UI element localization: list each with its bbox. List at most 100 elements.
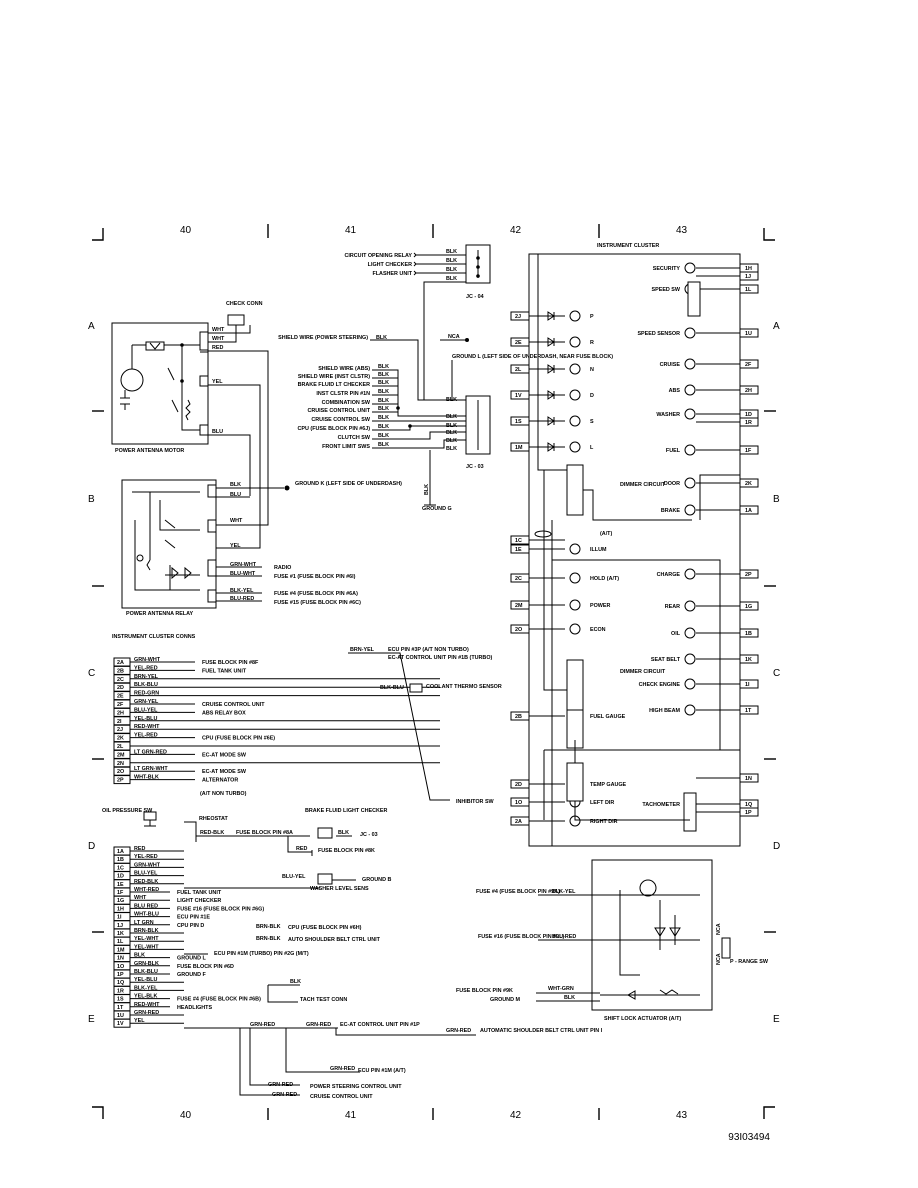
svg-text:WHT: WHT bbox=[230, 518, 243, 524]
ground-k: GROUND K (LEFT SIDE OF UNDERDASH) bbox=[284, 481, 402, 491]
connector-pin: 1I bbox=[117, 915, 122, 921]
cluster-pin: 1H bbox=[745, 266, 752, 272]
connector-dest: FUSE #4 (FUSE BLOCK PIN #6B) bbox=[177, 997, 261, 1003]
connector-pin: 2C bbox=[117, 677, 124, 683]
connector-pin: 2L bbox=[117, 744, 124, 750]
jc04-input: LIGHT CHECKER BLK bbox=[368, 258, 466, 268]
svg-text:NCA: NCA bbox=[716, 953, 722, 965]
svg-text:NCA: NCA bbox=[716, 923, 722, 935]
cluster-indicator-label: SECURITY bbox=[653, 266, 681, 272]
connector-pin: 1B bbox=[117, 857, 124, 863]
connector-dest: CPU (FUSE BLOCK PIN #6E) bbox=[202, 736, 275, 742]
svg-text:FUSE BLOCK PIN #9K: FUSE BLOCK PIN #9K bbox=[456, 988, 513, 994]
connector-wire: LT GRN-WHT bbox=[134, 766, 168, 772]
connector-pin: 1D bbox=[117, 874, 124, 880]
cluster-pin-id: 2E bbox=[515, 340, 522, 346]
connector-pin: 1J bbox=[117, 923, 123, 929]
connector-dest: FUSE BLOCK PIN #6D bbox=[177, 964, 234, 970]
connector-wire: BLK-BLU bbox=[134, 682, 158, 688]
connector-wire: YEL-BLU bbox=[134, 977, 157, 983]
svg-text:CRUISE CONTROL UNIT: CRUISE CONTROL UNIT bbox=[308, 408, 371, 414]
svg-text:CHECK CONN: CHECK CONN bbox=[226, 301, 263, 307]
cluster-pin-id: 2B bbox=[515, 714, 522, 720]
svg-text:BLK: BLK bbox=[230, 482, 241, 488]
connector-wire: WHT-RED bbox=[134, 887, 159, 893]
cluster-pin: 1A bbox=[745, 508, 752, 514]
connector-dest: CPU PIN D bbox=[177, 923, 204, 929]
cluster-pin-label: D bbox=[590, 393, 594, 399]
connector-wire: YEL-RED bbox=[134, 854, 158, 860]
svg-text:GRN-RED: GRN-RED bbox=[306, 1022, 331, 1028]
svg-text:BRAKE FLUID LT CHECKER: BRAKE FLUID LT CHECKER bbox=[298, 382, 370, 388]
svg-text:BLK: BLK bbox=[378, 372, 389, 378]
cluster-pin-label: HOLD (A/T) bbox=[590, 576, 619, 582]
jc04-input: FLASHER UNIT BLK bbox=[372, 267, 466, 277]
cluster-pin-id: 1V bbox=[515, 393, 522, 399]
svg-text:BRN-BLK: BRN-BLK bbox=[256, 936, 281, 942]
svg-text:GRN-RED: GRN-RED bbox=[330, 1066, 355, 1072]
svg-text:P - RANGE SW: P - RANGE SW bbox=[730, 959, 769, 965]
svg-text:INSTRUMENT CLUSTER CONNS: INSTRUMENT CLUSTER CONNS bbox=[112, 634, 196, 640]
connector-wire: BRN-BLK bbox=[134, 928, 159, 934]
svg-text:BLK-BLU: BLK-BLU bbox=[380, 685, 404, 691]
svg-text:GROUND K (LEFT SIDE OF UNDERDA: GROUND K (LEFT SIDE OF UNDERDASH) bbox=[295, 481, 402, 487]
connector-pin: 2A bbox=[117, 660, 124, 666]
svg-text:FRONT LIMIT SWS: FRONT LIMIT SWS bbox=[322, 444, 370, 450]
figure-id: 93I03494 bbox=[728, 1132, 770, 1143]
jc03-wire: BLK bbox=[446, 414, 457, 420]
svg-text:INSTRUMENT CLUSTER: INSTRUMENT CLUSTER bbox=[597, 243, 659, 249]
jc03-wire: BLK bbox=[446, 430, 457, 436]
svg-text:COMBINATION SW: COMBINATION SW bbox=[322, 400, 371, 406]
svg-text:ECU PIN #1M (A/T): ECU PIN #1M (A/T) bbox=[358, 1068, 406, 1074]
cluster-indicator-label: HIGH BEAM bbox=[649, 708, 680, 714]
svg-text:BLK: BLK bbox=[378, 442, 389, 448]
cluster-pin: 1J bbox=[745, 274, 751, 280]
cluster-pin-id: 2L bbox=[515, 367, 522, 373]
cluster-pin-label: RIGHT DIR bbox=[590, 819, 618, 825]
connector-pin: 1H bbox=[117, 906, 124, 912]
svg-text:BRAKE FLUID LIGHT CHECKER: BRAKE FLUID LIGHT CHECKER bbox=[305, 808, 387, 814]
row-label-right: A bbox=[773, 321, 780, 332]
connector-pin: 2F bbox=[117, 702, 124, 708]
cluster-pin: 1K bbox=[745, 657, 752, 663]
row-label-right: D bbox=[773, 841, 780, 852]
svg-text:WASHER LEVEL SENS: WASHER LEVEL SENS bbox=[310, 886, 369, 892]
cluster-pin-id: 2M bbox=[515, 603, 523, 609]
cluster-pin: 1G bbox=[745, 604, 752, 610]
svg-text:BLK: BLK bbox=[446, 258, 457, 264]
connector-dest: HEADLIGHTS bbox=[177, 1005, 212, 1011]
row-label-left: E bbox=[88, 1014, 95, 1025]
svg-text:BLK: BLK bbox=[378, 380, 389, 386]
svg-text:BLK: BLK bbox=[424, 484, 430, 495]
svg-text:EC-AT CONTROL UNIT PIN #1P: EC-AT CONTROL UNIT PIN #1P bbox=[340, 1022, 420, 1028]
svg-text:WHT: WHT bbox=[212, 336, 225, 342]
row-label-left: B bbox=[88, 494, 95, 505]
svg-text:GRN-RED: GRN-RED bbox=[250, 1022, 275, 1028]
connector-pin: 1V bbox=[117, 1021, 124, 1027]
connector-pin: 1M bbox=[117, 947, 125, 953]
svg-text:GRN-WHT: GRN-WHT bbox=[230, 562, 257, 568]
svg-text:INHIBITOR SW: INHIBITOR SW bbox=[456, 799, 495, 805]
svg-text:COOLANT THERMO SENSOR: COOLANT THERMO SENSOR bbox=[426, 684, 502, 690]
connector-dest: FUSE #16 (FUSE BLOCK PIN #6G) bbox=[177, 906, 264, 912]
cluster-indicator-label: TACHOMETER bbox=[642, 802, 680, 808]
svg-text:JC - 03: JC - 03 bbox=[360, 832, 378, 838]
cluster-indicator-label: CHECK ENGINE bbox=[639, 682, 681, 688]
jc04-input: BLK bbox=[423, 276, 466, 400]
connector-pin: 2P bbox=[117, 778, 124, 784]
svg-text:GROUND B: GROUND B bbox=[362, 877, 391, 883]
connector-dest: FUEL TANK UNIT bbox=[202, 668, 247, 674]
connector-pin: 1T bbox=[117, 1005, 124, 1011]
